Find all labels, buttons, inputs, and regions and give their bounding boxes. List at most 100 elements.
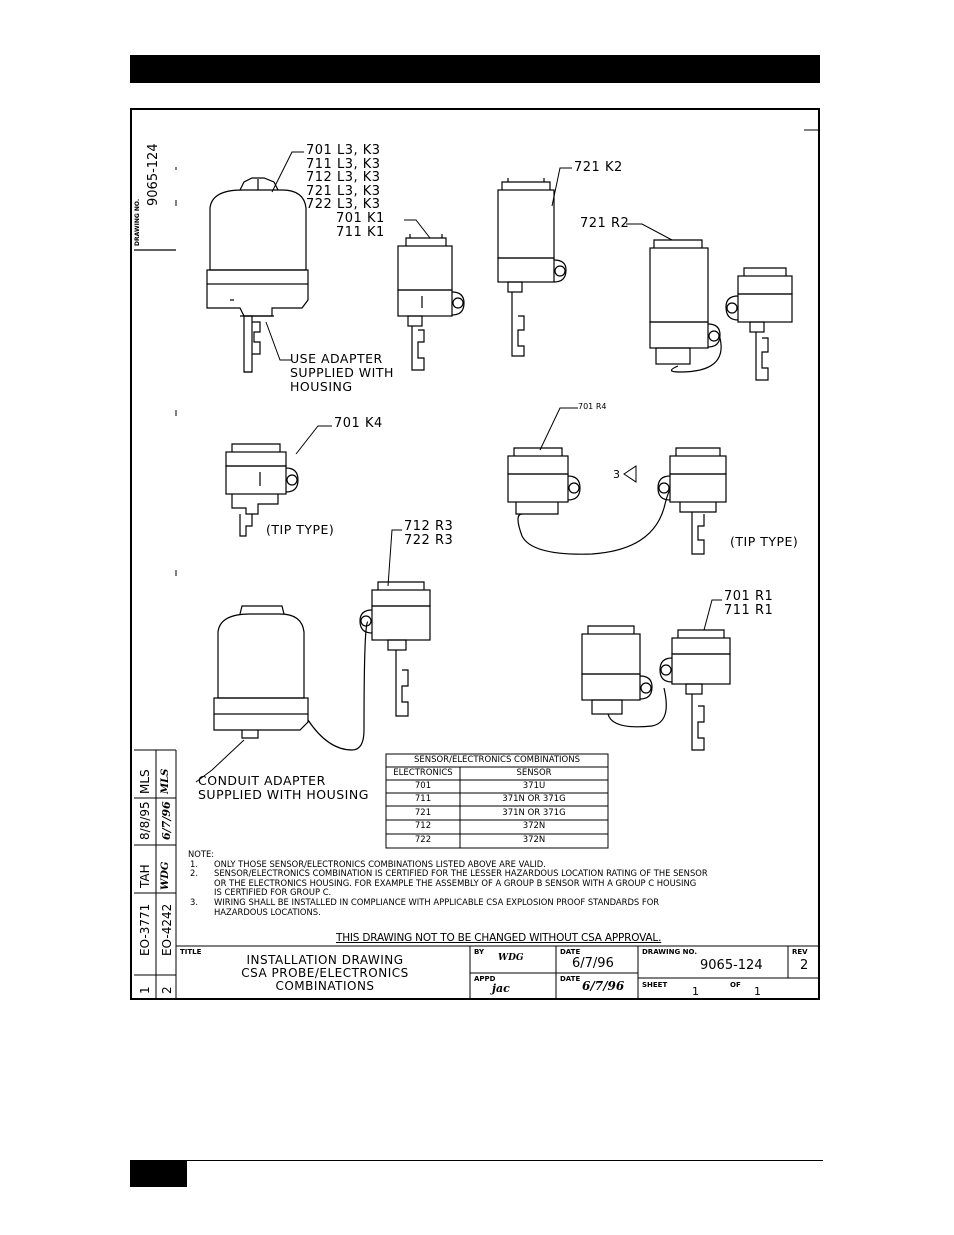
appd-initials: JAC: [492, 982, 510, 995]
title-line: COMBINATIONS: [275, 979, 375, 993]
drawing-sheet: 9065-124 DRAWING NO. 1 2 EO-3771 EO-4242…: [130, 108, 820, 1000]
callout-k1: 701 K1 711 K1: [336, 212, 385, 240]
table-cell-electronics: 712: [414, 821, 432, 831]
note-item: 3. WIRING SHALL BE INSTALLED IN COMPLIAN…: [188, 896, 818, 917]
combo-table-header-electronics: ELECTRONICS: [393, 768, 453, 778]
note-number: 2.: [190, 868, 198, 879]
callout-k4: 701 K4: [334, 416, 383, 431]
of-value: 1: [754, 985, 761, 998]
rev1-by: TAH: [138, 864, 152, 888]
footer-rule: [130, 1160, 823, 1161]
table-cell-sensor: 371N OR 371G: [502, 794, 566, 804]
housing-l3-drawing: [206, 177, 309, 373]
callout-line: 712 R3: [404, 519, 454, 534]
table-cell-sensor: 371U: [522, 781, 546, 791]
rev2-by-initials: WDG: [160, 861, 171, 890]
callout-line: USE ADAPTER: [290, 351, 383, 366]
sheet-label: SHEET: [642, 981, 668, 989]
table-cell-sensor: 371N OR 371G: [502, 808, 566, 818]
callout-line: 721 L3, K3: [306, 183, 381, 199]
electronics-r2-drawing: [649, 239, 793, 381]
drawing-no-label: DRAWING NO.: [642, 948, 697, 956]
date-value: 6/7/96: [572, 956, 614, 971]
callout-line: HOUSING: [290, 379, 353, 394]
notes-heading: NOTE:: [188, 849, 215, 859]
callout-line: SUPPLIED WITH: [290, 365, 394, 380]
callout-line: 701 R1: [724, 589, 774, 604]
rev2-date: 6/7/96: [160, 801, 173, 840]
csa-warning: THIS DRAWING NOT TO BE CHANGED WITHOUT C…: [336, 932, 662, 944]
callout-k2: 721 K2: [574, 160, 623, 175]
rev1-number: 1: [138, 986, 152, 994]
date2-label: DATE: [560, 975, 581, 983]
electronics-k2-drawing: [497, 178, 567, 357]
by-label: BY: [474, 948, 485, 956]
rev-value: 2: [800, 958, 809, 973]
callout-line: 711 L3, K3: [306, 156, 381, 172]
note-number: 1.: [190, 858, 198, 869]
title-block-grid: [176, 945, 820, 998]
rev1-date: 8/8/95: [138, 801, 152, 840]
note-line: ONLY THOSE SENSOR/ELECTRONICS COMBINATIO…: [214, 858, 546, 869]
callout-tip-type-2: (TIP TYPE): [730, 534, 799, 549]
drawing-title: INSTALLATION DRAWING CSA PROBE/ELECTRONI…: [180, 954, 470, 993]
sheet-value: 1: [692, 985, 699, 998]
callout-line: 712 L3, K3: [306, 170, 381, 185]
callout-line: 711 R1: [724, 603, 774, 618]
electronics-r3-drawing: [213, 581, 431, 751]
note-line: SENSOR/ELECTRONICS COMBINATION IS CERTIF…: [214, 868, 708, 879]
title-line: INSTALLATION DRAWING: [246, 953, 404, 967]
rev2-appd-initials: MLS: [160, 768, 171, 794]
electronics-k4-drawing: [225, 443, 299, 537]
note-item: 1. ONLY THOSE SENSOR/ELECTRONICS COMBINA…: [188, 858, 818, 870]
callout-line: 722 L3, K3: [306, 197, 381, 212]
callout-r2: 721 R2: [580, 216, 630, 231]
table-cell-sensor: 372N: [522, 835, 546, 845]
electronics-k1-drawing: [397, 234, 465, 371]
footer-page-tab: [130, 1160, 187, 1187]
rev2-eco: EO-4242: [160, 903, 174, 956]
callout-r1: 701 R1 711 R1: [724, 590, 773, 618]
drawing-no-value: 9065-124: [700, 958, 763, 973]
note-item: 2. SENSOR/ELECTRONICS COMBINATION IS CER…: [188, 869, 818, 898]
by-initials: WDG: [498, 953, 524, 963]
title-line: CSA PROBE/ELECTRONICS: [241, 966, 409, 980]
callout-conduit: CONDUIT ADAPTER SUPPLIED WITH HOUSING: [198, 774, 369, 802]
electronics-r4-drawing: [507, 447, 727, 555]
callout-line: SUPPLIED WITH HOUSING: [198, 787, 369, 802]
appd-label: APPD: [474, 975, 496, 983]
drawing-canvas: [134, 129, 820, 998]
electronics-r1-drawing: [581, 625, 731, 751]
callout-line: 701 K1: [336, 211, 385, 226]
callout-line: 701 L3, K3: [306, 143, 381, 158]
rev-label: REV: [792, 948, 808, 956]
notes-block: NOTE: 1. ONLY THOSE SENSOR/ELECTRONICS C…: [188, 849, 818, 917]
note-3-triangle-label: 3: [613, 468, 620, 481]
rev1-appd: MLS: [138, 769, 152, 794]
table-cell-electronics: 721: [414, 808, 432, 818]
note-line: IS CERTIFIED FOR GROUP C.: [214, 887, 332, 898]
title-label: TITLE: [180, 948, 202, 956]
callout-l3-k3: 701 L3, K3 711 L3, K3 712 L3, K3 721 L3,…: [306, 144, 381, 212]
callout-adapter: USE ADAPTER SUPPLIED WITH HOUSING: [290, 352, 394, 394]
header-bar: [130, 55, 820, 83]
callout-line: CONDUIT ADAPTER: [198, 773, 326, 788]
combo-table-title: SENSOR/ELECTRONICS COMBINATIONS: [413, 755, 581, 765]
note-line: WIRING SHALL BE INSTALLED IN COMPLIANCE …: [214, 896, 660, 907]
note-line: HAZARDOUS LOCATIONS.: [214, 906, 321, 917]
date2-value: 6/7/96: [582, 979, 625, 993]
table-cell-electronics: 722: [414, 835, 432, 845]
callout-r3: 712 R3 722 R3: [404, 520, 453, 548]
leader-lines: [195, 151, 722, 783]
rev1-eco: EO-3771: [138, 903, 152, 956]
drawing-no-vertical: 9065-124: [146, 143, 161, 206]
callout-tip-type-1: (TIP TYPE): [266, 522, 335, 537]
table-cell-electronics: 701: [414, 781, 432, 791]
date-label: DATE: [560, 948, 581, 956]
note-line: OR THE ELECTRONICS HOUSING. FOR EXAMPLE …: [214, 877, 697, 888]
table-cell-sensor: 372N: [522, 821, 546, 831]
drawing-no-vertical-label: DRAWING NO.: [134, 198, 141, 246]
table-cell-electronics: 711: [414, 794, 432, 804]
callout-r4: 701 R4: [578, 402, 607, 411]
callout-line: 711 K1: [336, 225, 385, 240]
